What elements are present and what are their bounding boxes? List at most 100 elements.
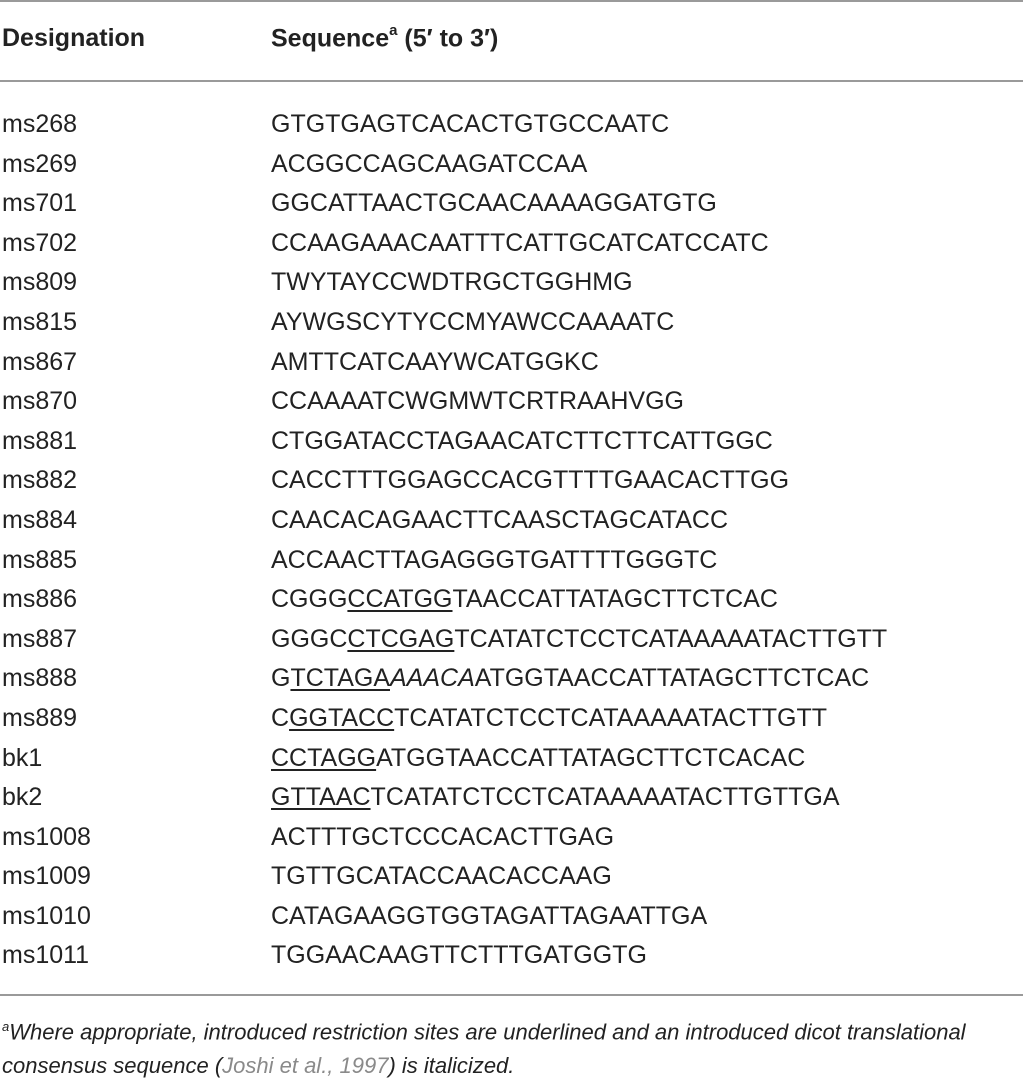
table-row: ms889 CGGTACCTCATATCTCCTCATAAAAATACTTGTT [0, 699, 1023, 739]
sequence-segment: ACCAACTTAGAGGGTGATTTTGGGTC [271, 545, 718, 574]
sequence-cell: CATAGAAGGTGGTAGATTAGAATTGA [271, 897, 707, 937]
footnote-marker: a [2, 1019, 10, 1034]
sequence-segment: CCAAAATCWGMWTCRTRAAHVGG [271, 387, 684, 416]
sequence-segment: CGGG [271, 585, 348, 614]
header-sequence: Sequencea (5′ to 3′) [271, 22, 498, 53]
sequence-segment: AMTTCATCAAYWCATGGKC [271, 347, 599, 376]
designation-cell: ms885 [2, 545, 78, 574]
sequence-cell: TGTTGCATACCAACACCAAG [271, 857, 612, 897]
table-row: ms867 AMTTCATCAAYWCATGGKC [0, 343, 1023, 383]
sequence-segment: CACCTTTGGAGCCACGTTTTGAACACTTGG [271, 466, 790, 495]
sequence-segment: TAACCATTATAGCTTCTCAC [452, 585, 778, 614]
table-body: ms268 GTGTGAGTCACACTGTGCCAATC ms269 ACGGCCA… [0, 105, 1023, 976]
sequence-segment: ATGGTAACCATTATAGCTTCTCAC [474, 664, 870, 693]
sequence-cell: AYWGSCYTYCCMYAWCCAAAATC [271, 303, 674, 343]
consensus-sequence-segment: AAACA [390, 664, 475, 693]
table-row: bk1 CCTAGGATGGTAACCATTATAGCTTCTCACAC [0, 739, 1023, 779]
sequence-cell: TWYTAYCCWDTRGCTGGHMG [271, 263, 633, 303]
sequence-segment: CTGGATACCTAGAACATCTTCTTCATTGGC [271, 426, 773, 455]
designation-cell: ms809 [2, 268, 78, 297]
table-row: ms1010 CATAGAAGGTGGTAGATTAGAATTGA [0, 897, 1023, 937]
sequence-segment: C [271, 703, 290, 732]
sequence-segment: TWYTAYCCWDTRGCTGGHMG [271, 268, 633, 297]
sequence-cell: CTGGATACCTAGAACATCTTCTTCATTGGC [271, 422, 773, 462]
designation-cell: ms1009 [2, 862, 91, 891]
restriction-site-segment: CCATGG [347, 585, 453, 614]
sequence-segment: GTGTGAGTCACACTGTGCCAATC [271, 110, 670, 138]
sequence-cell: CGGGCCATGGTAACCATTATAGCTTCTCAC [271, 580, 778, 620]
table-row: ms701 GGCATTAACTGCAACAAAAGGATGTG [0, 184, 1023, 224]
designation-cell: bk1 [2, 743, 43, 772]
top-rule [0, 0, 1023, 2]
table-row: ms884 CAACACAGAACTTCAASCTAGCATACC [0, 501, 1023, 541]
header-sequence-note-marker: a [389, 22, 398, 39]
table-row: ms1008 ACTTTGCTCCCACACTTGAG [0, 818, 1023, 858]
designation-cell: ms884 [2, 505, 78, 534]
designation-cell: ms888 [2, 664, 78, 693]
sequence-cell: GTGTGAGTCACACTGTGCCAATC [271, 105, 669, 145]
sequence-cell: CCAAAATCWGMWTCRTRAAHVGG [271, 382, 684, 422]
designation-cell: ms701 [2, 189, 78, 218]
sequence-segment: GGCATTAACTGCAACAAAAGGATGTG [271, 189, 717, 218]
sequence-segment: TCATATCTCCTCATAAAAATACTTGTT [394, 703, 827, 732]
restriction-site-segment: GTTAAC [271, 783, 371, 812]
restriction-site-segment: TCTAGA [290, 664, 390, 693]
sequence-segment: TGTTGCATACCAACACCAAG [271, 862, 612, 891]
footnote-citation-link[interactable]: Joshi et al., 1997 [222, 1053, 389, 1079]
sequence-cell: CCTAGGATGGTAACCATTATAGCTTCTCACAC [271, 739, 805, 779]
designation-cell: ms881 [2, 426, 78, 455]
header-sequence-label: Sequence [271, 24, 390, 53]
designation-cell: ms870 [2, 387, 78, 416]
restriction-site-segment: GGTACC [289, 703, 395, 732]
sequence-cell: CGGTACCTCATATCTCCTCATAAAAATACTTGTT [271, 699, 827, 739]
designation-cell: ms867 [2, 347, 78, 376]
designation-cell: ms268 [2, 110, 78, 138]
sequence-cell: AMTTCATCAAYWCATGGKC [271, 343, 599, 383]
table-row: ms268 GTGTGAGTCACACTGTGCCAATC [0, 105, 1023, 145]
table-row: ms881 CTGGATACCTAGAACATCTTCTTCATTGGC [0, 422, 1023, 462]
bottom-rule [0, 994, 1023, 996]
sequence-segment: ATGGTAACCATTATAGCTTCTCACAC [376, 743, 806, 772]
designation-cell: ms887 [2, 624, 78, 653]
table-row: ms888 GTCTAGAAAACAATGGTAACCATTATAGCTTCTCA… [0, 659, 1023, 699]
table-row: ms815 AYWGSCYTYCCMYAWCCAAAATC [0, 303, 1023, 343]
sequence-segment: G [271, 664, 291, 693]
sequence-segment: AYWGSCYTYCCMYAWCCAAAATC [271, 307, 675, 336]
table-row: ms1009 TGTTGCATACCAACACCAAG [0, 857, 1023, 897]
designation-cell: ms1008 [2, 822, 91, 851]
designation-cell: bk2 [2, 783, 43, 812]
header-designation: Designation [2, 24, 146, 52]
sequence-segment: GGGC [271, 624, 348, 653]
sequence-cell: ACGGCCAGCAAGATCCAA [271, 145, 587, 185]
footnote-text-after: ) is italicized. [388, 1053, 515, 1079]
sequence-cell: CACCTTTGGAGCCACGTTTTGAACACTTGG [271, 461, 789, 501]
header-rule [0, 80, 1023, 82]
sequence-cell: GTCTAGAAAACAATGGTAACCATTATAGCTTCTCAC [271, 659, 869, 699]
table-row: ms809 TWYTAYCCWDTRGCTGGHMG [0, 263, 1023, 303]
table-row: ms885 ACCAACTTAGAGGGTGATTTTGGGTC [0, 541, 1023, 581]
designation-cell: ms882 [2, 466, 78, 495]
sequence-segment: CATAGAAGGTGGTAGATTAGAATTGA [271, 901, 708, 930]
table-row: ms882 CACCTTTGGAGCCACGTTTTGAACACTTGG [0, 461, 1023, 501]
table-row: ms870 CCAAAATCWGMWTCRTRAAHVGG [0, 382, 1023, 422]
designation-cell: ms886 [2, 585, 78, 614]
designation-cell: ms1010 [2, 901, 91, 930]
sequence-segment: TCATATCTCCTCATAAAAATACTTGTTGA [370, 783, 840, 812]
designation-cell: ms702 [2, 228, 78, 257]
designation-cell: ms269 [2, 149, 78, 178]
sequence-segment: TCATATCTCCTCATAAAAATACTTGTT [454, 624, 888, 653]
table-row: ms269 ACGGCCAGCAAGATCCAA [0, 145, 1023, 185]
table-row: bk2 GTTAACTCATATCTCCTCATAAAAATACTTGTTGA [0, 778, 1023, 818]
sequence-cell: CAACACAGAACTTCAASCTAGCATACC [271, 501, 728, 541]
sequence-cell: TGGAACAAGTTCTTTGATGGTG [271, 936, 647, 976]
designation-cell: ms889 [2, 703, 78, 732]
sequence-cell: CCAAGAAACAATTTCATTGCATCATCCATC [271, 224, 769, 264]
table-row: ms886 CGGGCCATGGTAACCATTATAGCTTCTCAC [0, 580, 1023, 620]
sequence-cell: GGCATTAACTGCAACAAAAGGATGTG [271, 184, 717, 224]
sequence-segment: ACTTTGCTCCCACACTTGAG [271, 822, 615, 851]
footnote-text-before: Where appropriate, introduced restrictio… [2, 1019, 966, 1079]
table-row: ms702 CCAAGAAACAATTTCATTGCATCATCCATC [0, 224, 1023, 264]
designation-cell: ms815 [2, 307, 78, 336]
sequence-cell: ACTTTGCTCCCACACTTGAG [271, 818, 614, 858]
